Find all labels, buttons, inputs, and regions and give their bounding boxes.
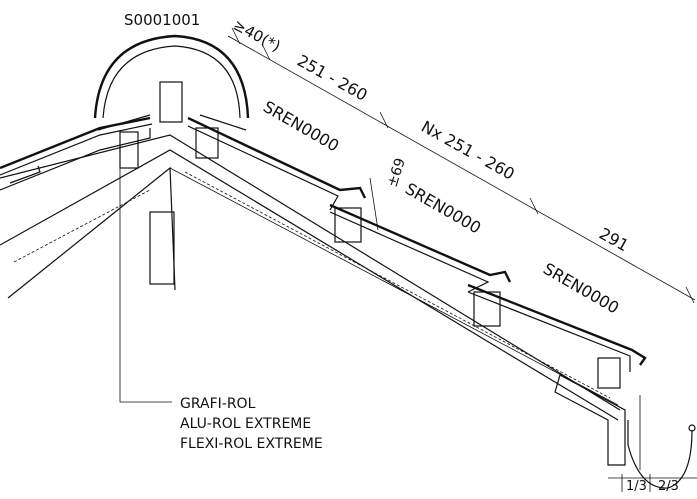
overlap-dimension: ±69	[385, 156, 409, 189]
eaves-batten-dimension: 291	[596, 224, 632, 255]
right-tiles	[187, 116, 647, 372]
gutter	[608, 395, 697, 492]
product-grafi-rol: GRAFI-ROL	[180, 396, 256, 412]
ridge-code-label: S0001001	[124, 11, 200, 29]
battens	[195, 127, 621, 389]
product-flexi-rol-extreme: FLEXI-ROL EXTREME	[180, 436, 323, 452]
dimension-line	[227, 27, 696, 304]
product-leader-line	[119, 130, 172, 403]
tile-label-3: SREN0000	[540, 259, 622, 317]
ridge-cap	[93, 34, 250, 131]
left-tiles	[0, 116, 153, 191]
gutter-ratio-left: 1/3	[626, 479, 647, 494]
tile-label-1: SREN0000	[260, 97, 342, 155]
batten-span-dimension: Nx 251 - 260	[418, 117, 518, 184]
gutter-ratio-right: 2/3	[658, 479, 679, 494]
rafter-structure	[0, 134, 626, 466]
ridge-gap-label: ≥40(*)	[230, 16, 283, 56]
first-batten-dimension: 251 - 260	[294, 51, 371, 105]
product-alu-rol-extreme: ALU-ROL EXTREME	[180, 416, 311, 432]
tile-label-2: SREN0000	[402, 179, 484, 237]
